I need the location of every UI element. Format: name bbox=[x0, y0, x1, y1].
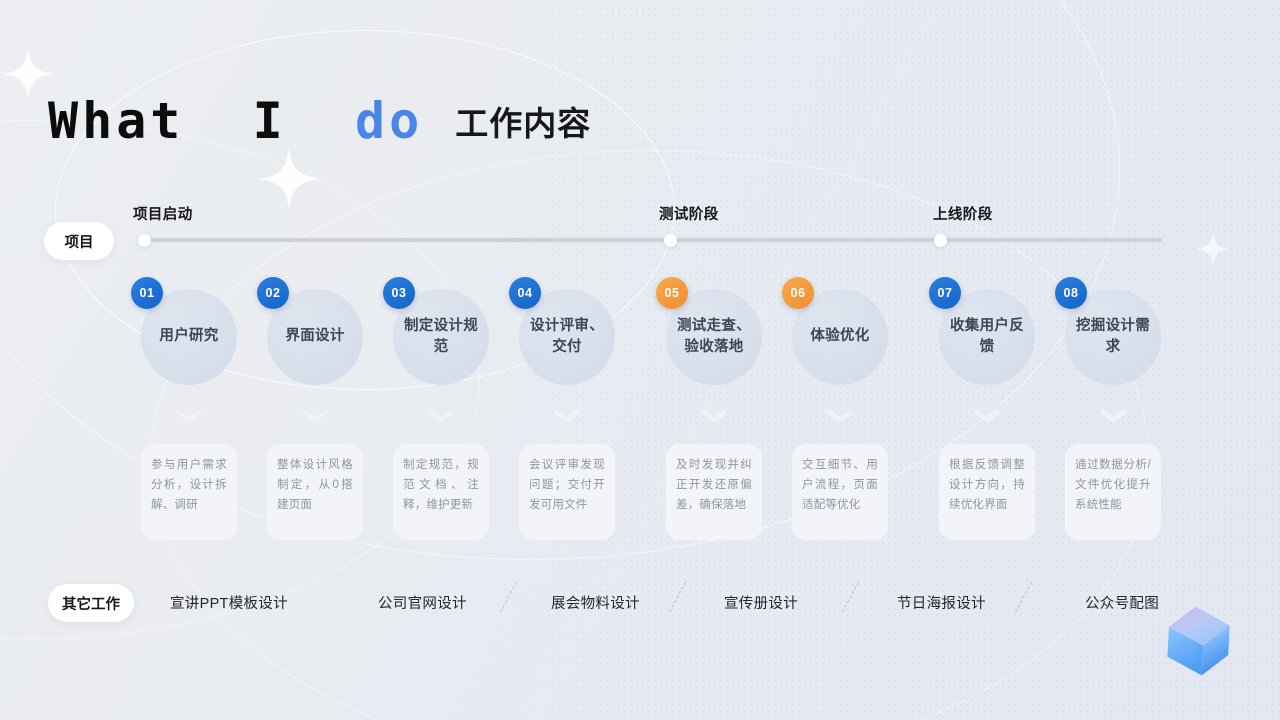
card-text: 制定规范，规范文档、注释，维护更新 bbox=[403, 459, 479, 511]
title-word-do: do bbox=[354, 92, 424, 150]
chevron-down-icon bbox=[701, 409, 727, 423]
card-text: 参与用户需求分析，设计拆解、调研 bbox=[151, 459, 227, 511]
step-item[interactable]: 制定设计规范 03 bbox=[383, 277, 489, 385]
step-badge: 02 bbox=[257, 277, 289, 309]
step-title: 制定设计规范 bbox=[404, 317, 478, 355]
step-description-card: 制定规范，规范文档、注释，维护更新 bbox=[393, 444, 489, 540]
step-badge: 05 bbox=[656, 277, 688, 309]
step-title: 挖掘设计需求 bbox=[1076, 317, 1150, 355]
title-english: What I do bbox=[48, 96, 423, 146]
timeline-dot-3 bbox=[934, 233, 947, 247]
step-item[interactable]: 用户研究 01 bbox=[131, 277, 237, 385]
cube-decoration-icon bbox=[1158, 602, 1236, 680]
other-work-item[interactable]: 宣讲PPT模板设计 bbox=[170, 596, 288, 612]
step-title: 测试走查、验收落地 bbox=[677, 317, 751, 355]
other-work-item[interactable]: 公众号配图 bbox=[1085, 596, 1159, 612]
phase-label-2: 测试阶段 bbox=[659, 207, 719, 223]
title-chinese: 工作内容 bbox=[455, 105, 592, 142]
timeline-track bbox=[138, 233, 1162, 247]
step-item[interactable]: 挖掘设计需求 08 bbox=[1055, 277, 1161, 385]
other-work-item[interactable]: 宣传册设计 bbox=[724, 596, 798, 612]
other-work-item[interactable]: 公司官网设计 bbox=[378, 596, 467, 612]
chevron-down-icon bbox=[554, 409, 580, 423]
other-work-label: 其它工作 bbox=[48, 584, 134, 622]
other-work-item[interactable]: 展会物料设计 bbox=[551, 596, 640, 612]
step-title: 体验优化 bbox=[810, 328, 870, 345]
title-word-i: I bbox=[252, 92, 287, 150]
phase-label-3: 上线阶段 bbox=[933, 207, 993, 223]
step-title: 用户研究 bbox=[159, 328, 219, 345]
card-text: 会议评审发现问题；交付开发可用文件 bbox=[529, 459, 605, 511]
step-badge: 04 bbox=[509, 277, 541, 309]
step-badge: 03 bbox=[383, 277, 415, 309]
phase-label-1: 项目启动 bbox=[133, 207, 193, 223]
step-item[interactable]: 体验优化 06 bbox=[782, 277, 888, 385]
chevron-down-icon bbox=[302, 409, 328, 423]
step-title: 设计评审、交付 bbox=[530, 317, 604, 355]
step-badge: 06 bbox=[782, 277, 814, 309]
chevron-down-icon bbox=[176, 409, 202, 423]
card-text: 根据反馈调整设计方向，持续优化界面 bbox=[949, 459, 1025, 511]
chevron-down-icon bbox=[428, 409, 454, 423]
step-title: 收集用户反馈 bbox=[950, 317, 1024, 355]
chevron-down-icon bbox=[974, 409, 1000, 423]
step-item[interactable]: 测试走查、验收落地 05 bbox=[656, 277, 762, 385]
step-circle: 用户研究 bbox=[141, 289, 237, 385]
chevron-down-icon bbox=[1100, 409, 1126, 423]
step-badge: 07 bbox=[929, 277, 961, 309]
title-word-what: What bbox=[48, 92, 185, 150]
step-description-card: 通过数据分析/文件优化提升系统性能 bbox=[1065, 444, 1161, 540]
step-circle: 测试走查、验收落地 bbox=[666, 289, 762, 385]
step-item[interactable]: 界面设计 02 bbox=[257, 277, 363, 385]
card-text: 交互细节、用户流程，页面适配等优化 bbox=[802, 459, 878, 511]
step-item[interactable]: 设计评审、交付 04 bbox=[509, 277, 615, 385]
other-work-item[interactable]: 节日海报设计 bbox=[897, 596, 986, 612]
timeline-dot-2 bbox=[664, 233, 677, 247]
step-description-card: 根据反馈调整设计方向，持续优化界面 bbox=[939, 444, 1035, 540]
step-item[interactable]: 收集用户反馈 07 bbox=[929, 277, 1035, 385]
step-description-card: 整体设计风格制定，从0搭建页面 bbox=[267, 444, 363, 540]
chevron-down-icon bbox=[827, 409, 853, 423]
page-title: What I do 工作内容 bbox=[48, 96, 591, 146]
step-description-card: 会议评审发现问题；交付开发可用文件 bbox=[519, 444, 615, 540]
step-description-card: 参与用户需求分析，设计拆解、调研 bbox=[141, 444, 237, 540]
card-text: 及时发现并纠正开发还原偏差，确保落地 bbox=[676, 459, 752, 511]
step-badge: 08 bbox=[1055, 277, 1087, 309]
card-text: 整体设计风格制定，从0搭建页面 bbox=[277, 459, 353, 511]
step-description-card: 交互细节、用户流程，页面适配等优化 bbox=[792, 444, 888, 540]
step-title: 界面设计 bbox=[285, 328, 345, 345]
project-row-label: 项目 bbox=[44, 222, 114, 260]
timeline-dot-1 bbox=[138, 233, 151, 247]
step-badge: 01 bbox=[131, 277, 163, 309]
card-text: 通过数据分析/文件优化提升系统性能 bbox=[1075, 459, 1151, 511]
step-description-card: 及时发现并纠正开发还原偏差，确保落地 bbox=[666, 444, 762, 540]
